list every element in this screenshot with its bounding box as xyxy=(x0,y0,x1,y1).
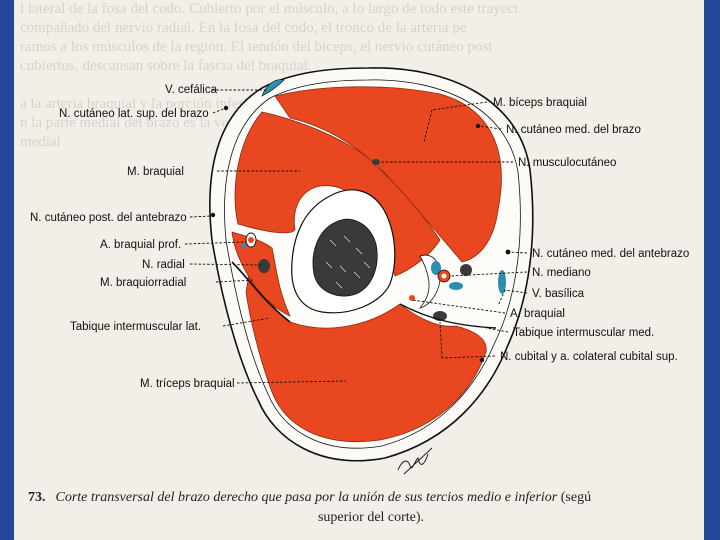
humerus-marrow xyxy=(312,218,378,297)
label-n-cutaneo-med-antebrazo: N. cutáneo med. del antebrazo xyxy=(532,248,689,260)
label-n-musculocutaneo: N. musculocutáneo xyxy=(518,157,616,169)
figure-caption: 73. Corte transversal del brazo derecho q… xyxy=(28,488,704,528)
lateral-septum xyxy=(231,261,291,323)
label-a-braquial: A. braquial xyxy=(510,308,565,320)
label-n-cutaneo-lat-sup: N. cutáneo lat. sup. del brazo xyxy=(59,108,209,120)
background-text-line: cubiertos, descansan sobre la fascia del… xyxy=(20,58,312,74)
background-text-line: medial xyxy=(20,134,61,150)
label-n-cutaneo-med-brazo: N. cutáneo med. del brazo xyxy=(506,124,641,136)
book-page: l lateral de la fosa del codo. Cubierto … xyxy=(14,0,704,540)
leader-lines xyxy=(184,89,528,384)
caption-line-1: Corte transversal del brazo derecho que … xyxy=(55,490,558,505)
biceps-muscle xyxy=(274,86,502,263)
label-n-radial: N. radial xyxy=(142,259,185,271)
label-a-braquial-prof: A. braquial prof. xyxy=(100,239,181,251)
marrow-stipple xyxy=(325,235,371,289)
cephalic-vein xyxy=(261,79,285,97)
basilic-vein xyxy=(498,270,506,294)
brachioradialis-muscle xyxy=(231,231,291,317)
caption-paren: (segú xyxy=(560,490,592,505)
label-v-basilica: V. basílica xyxy=(532,288,585,300)
medial-septum xyxy=(399,303,497,329)
label-tabique-med: Tabique intermuscular med. xyxy=(513,327,654,339)
background-text-line: l lateral de la fosa del codo. Cubierto … xyxy=(20,1,519,17)
label-m-braquial: M. braquial xyxy=(127,166,184,178)
label-n-cutaneo-post: N. cutáneo post. del antebrazo xyxy=(30,212,187,224)
musculocutaneous-nerve-dot xyxy=(372,159,380,165)
label-n-cubital: N. cubital y a. colateral cubital sup. xyxy=(500,351,678,363)
figure-number: 73. xyxy=(28,490,46,505)
background-text-line: compañado del nervio radial. En la fosa … xyxy=(20,20,467,36)
triceps-muscle xyxy=(245,266,487,442)
cubital-dot xyxy=(479,357,485,363)
label-v-cefalica: V. cefálica xyxy=(165,84,218,96)
label-m-braquiorradial: M. braquiorradial xyxy=(100,277,186,289)
artist-signature xyxy=(397,447,433,475)
label-n-mediano: N. mediano xyxy=(532,267,591,279)
caption-line-2: superior del corte). xyxy=(317,510,425,525)
background-text-line: ramos a los músculos de la región. El te… xyxy=(20,39,493,55)
arm-cross-section-diagram: V. cefálica N. cutáneo lat. sup. del bra… xyxy=(30,67,689,475)
label-m-biceps: M. bíceps braquial xyxy=(493,97,587,109)
label-m-triceps: M. tríceps braquial xyxy=(140,378,235,390)
med-cutaneous-antebrazo-dot xyxy=(505,249,511,255)
label-tabique-lat: Tabique intermuscular lat. xyxy=(70,321,201,333)
medial-bundle xyxy=(409,254,472,321)
lateral-bundle xyxy=(241,232,270,273)
post-cutaneous-dot xyxy=(210,212,216,218)
